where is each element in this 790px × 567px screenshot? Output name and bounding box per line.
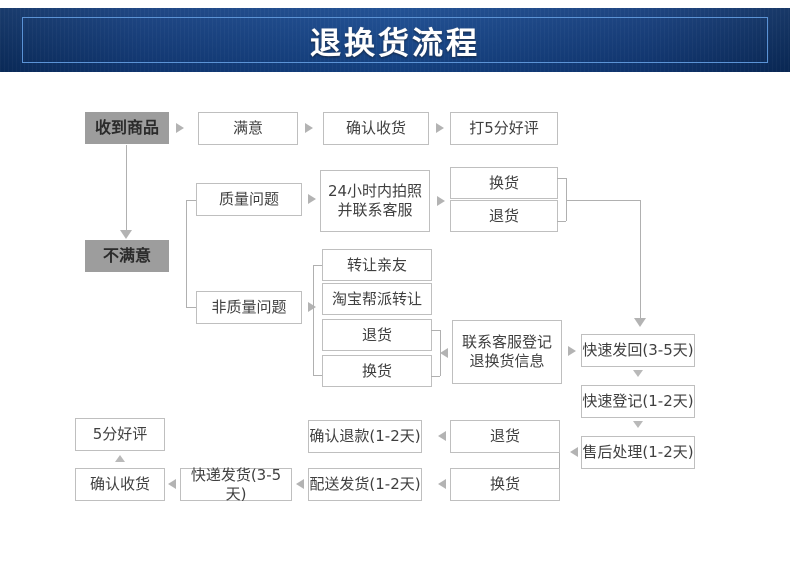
node-quality-issue[interactable]: 质量问题 [196, 183, 302, 216]
arrow-right-icon [436, 123, 444, 133]
arrow-right-icon [176, 123, 184, 133]
arrow-right-icon [305, 123, 313, 133]
node-fast-register[interactable]: 快速登记(1-2天) [581, 385, 695, 418]
node-rate-five-stars[interactable]: 打5分好评 [450, 112, 558, 145]
bracket-issue-top [186, 200, 196, 201]
bracket-issue-vertical [186, 200, 187, 307]
node-confirm-receipt-bottom[interactable]: 确认收货 [75, 468, 165, 501]
bracket-options-top [313, 265, 322, 266]
connector-down-to-fast-send-back [640, 200, 641, 320]
bracket-options-vertical [313, 265, 314, 375]
node-after-sales-process[interactable]: 售后处理(1-2天) [581, 436, 695, 469]
arrow-right-icon [308, 302, 316, 312]
arrow-left-icon [438, 479, 446, 489]
bracket-exchange-return-bottom [557, 221, 566, 222]
page-title: 退换货流程 [310, 25, 480, 62]
node-return-bottom[interactable]: 退货 [450, 420, 560, 453]
arrow-left-icon [168, 479, 176, 489]
arrow-right-icon [437, 196, 445, 206]
node-five-star-rating[interactable]: 5分好评 [75, 418, 165, 451]
node-delivery-ship[interactable]: 配送发货(1-2天) [308, 468, 422, 501]
bracket-exchange-return-top [557, 178, 566, 179]
node-confirm-receipt-top[interactable]: 确认收货 [323, 112, 429, 145]
bracket-bottom-pair-vertical [559, 430, 560, 478]
node-return-quality[interactable]: 退货 [450, 200, 558, 232]
node-fast-send-back[interactable]: 快速发回(3-5天) [581, 334, 695, 367]
bracket-exchange-return-vertical [566, 178, 567, 221]
node-photo-within-24h[interactable]: 24小时内拍照 并联系客服 [320, 170, 430, 232]
node-exchange-quality[interactable]: 换货 [450, 167, 558, 199]
node-express-ship[interactable]: 快递发货(3-5天) [180, 466, 292, 503]
arrow-right-icon [568, 346, 576, 356]
bracket-nq-pair-top [431, 330, 440, 331]
connector-received-to-unsatisfied [126, 145, 127, 233]
arrow-down-icon [120, 230, 132, 239]
node-contact-service-register[interactable]: 联系客服登记 退换货信息 [452, 320, 562, 384]
node-transfer-friend[interactable]: 转让亲友 [322, 249, 432, 281]
node-satisfied[interactable]: 满意 [198, 112, 298, 145]
node-confirm-refund[interactable]: 确认退款(1-2天) [308, 420, 422, 453]
page-banner: 退换货流程 [0, 8, 790, 72]
node-exchange-non-quality[interactable]: 换货 [322, 355, 432, 387]
node-taobao-gang-transfer[interactable]: 淘宝帮派转让 [322, 283, 432, 315]
node-not-satisfied[interactable]: 不满意 [85, 240, 169, 272]
arrow-right-icon [308, 194, 316, 204]
arrow-left-icon [296, 479, 304, 489]
arrow-up-icon [115, 455, 125, 462]
node-non-quality-issue[interactable]: 非质量问题 [196, 291, 302, 324]
node-return-non-quality[interactable]: 退货 [322, 319, 432, 351]
arrow-down-icon [633, 370, 643, 377]
bracket-options-bottom [313, 375, 322, 376]
arrow-down-icon [633, 421, 643, 428]
bracket-nq-pair-bottom [431, 376, 440, 377]
arrow-left-icon [440, 348, 448, 358]
arrow-down-icon [634, 318, 646, 327]
node-received-goods[interactable]: 收到商品 [85, 112, 169, 144]
bracket-issue-bottom [186, 307, 196, 308]
arrow-left-icon [438, 431, 446, 441]
node-exchange-bottom[interactable]: 换货 [450, 468, 560, 501]
connector-exchange-return-to-right [566, 200, 640, 201]
arrow-left-icon [570, 447, 578, 457]
